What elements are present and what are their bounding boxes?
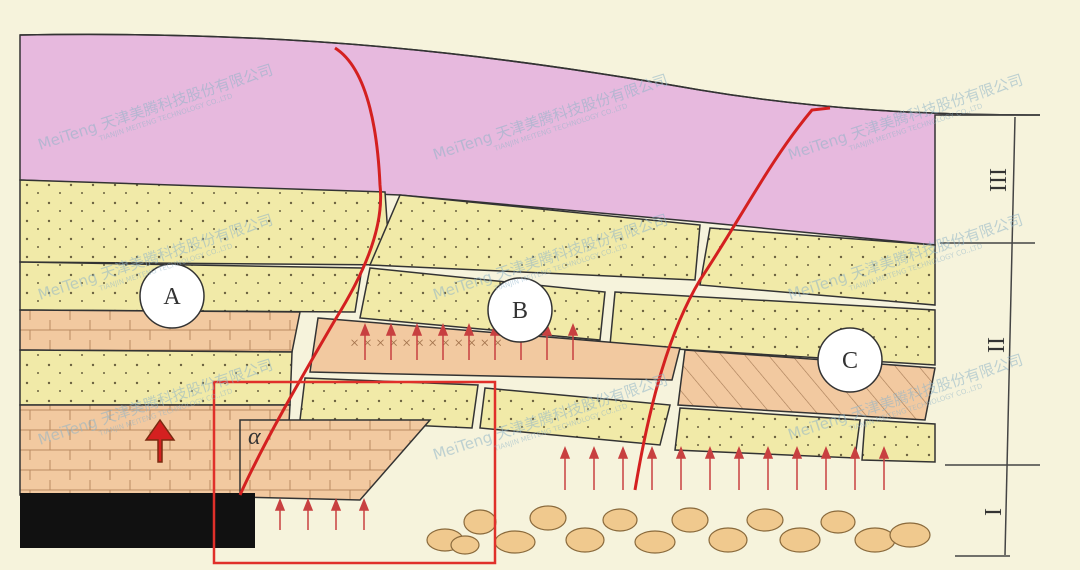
pressure-arrowhead [646,445,658,459]
fracture-line-left [238,46,383,496]
sandstone-upper-mid [368,194,701,281]
support-pressure-arrows [274,322,890,530]
pressure-arrowhead [762,445,774,459]
cantilever-block [239,419,432,501]
upward-force-arrow [144,418,176,463]
label-circle-a [139,263,205,329]
zone-scale [940,114,1040,557]
pressure-arrowhead [588,445,600,459]
label-b: B [512,298,528,324]
fracture-line-right [633,106,831,491]
zone-label-lower: I [979,508,1005,516]
pressure-arrowhead [274,497,286,511]
pressure-arrowhead [820,445,832,459]
pressure-arrowhead [733,445,745,459]
highlight-box [212,380,497,565]
pressure-arrowhead [330,497,342,511]
zone-label-middle: II [982,337,1008,353]
pressure-arrowhead [358,497,370,511]
pressure-arrowhead [559,445,571,459]
ground-surface [19,33,1041,116]
pressure-arrowhead [411,322,423,336]
sandstone-third-mid2 [479,387,671,446]
label-c: C [842,348,858,374]
pressure-arrowhead [385,322,397,336]
sandstone-upper-right [699,227,936,306]
pressure-arrowhead [878,445,890,459]
pressure-arrowhead [704,445,716,459]
pressure-arrowhead [675,445,687,459]
label-circle-b [487,277,553,343]
angle-label: α [248,424,261,450]
pressure-arrowhead [617,445,629,459]
zone-label-upper: III [984,168,1010,192]
pressure-arrowhead [463,322,475,336]
pressure-arrowhead [359,322,371,336]
pressure-arrowhead [302,497,314,511]
sandstone-third-right2 [861,419,936,463]
label-a: A [163,284,181,310]
pressure-arrowhead [437,322,449,336]
coal-seam [20,493,255,548]
label-circle-c [817,327,883,393]
pressure-arrowhead [567,322,579,336]
pressure-arrowhead [791,445,803,459]
crush-marks: × × × × × × × × × × × × [350,335,502,352]
caved-rubble [426,505,931,555]
pressure-arrowhead [849,445,861,459]
